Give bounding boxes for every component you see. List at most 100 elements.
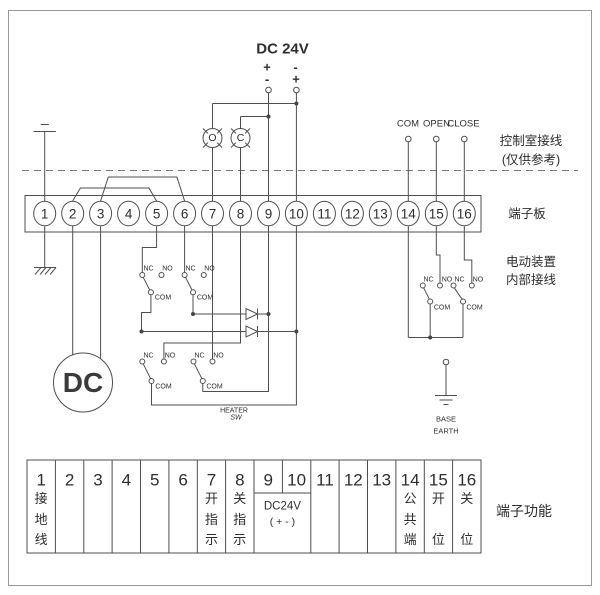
nc-label: NC — [143, 265, 154, 273]
com-label: COM — [466, 304, 483, 311]
dc24v-title: DC 24V — [256, 40, 309, 58]
no-label: NO — [472, 276, 484, 283]
terminal-number: 6 — [180, 205, 189, 221]
limit-switch-lower-left — [139, 358, 167, 384]
table-label-open-position: 开位 — [431, 491, 445, 547]
terminal-number: 13 — [372, 205, 388, 221]
lamp-wiring — [212, 103, 297, 201]
terminal-strip — [24, 195, 482, 233]
nc-label: NC — [185, 265, 196, 273]
dc-motor-label: DC — [62, 367, 104, 398]
terminal-functions-label: 端子功能 — [496, 502, 552, 519]
diode-icon — [245, 307, 259, 321]
table-number: 3 — [93, 470, 103, 489]
base-earth-icon — [435, 358, 457, 405]
no-label: NO — [164, 352, 176, 359]
jumper-bridges — [72, 176, 186, 202]
no-label: NO — [162, 265, 173, 273]
junction-dots — [139, 101, 433, 340]
diode-icon — [245, 325, 259, 338]
terminal-number: 1 — [40, 205, 49, 221]
control-room-label-1: 控制室接线 — [499, 133, 563, 148]
remote-open-label: OPEN — [423, 117, 450, 129]
limit-switch-close-position — [450, 282, 475, 305]
table-number: 11 — [316, 470, 334, 489]
polarity-left-bottom: - — [264, 71, 270, 87]
table-label-open-indicator: 开指示 — [204, 491, 219, 547]
terminal-number: 3 — [96, 205, 105, 221]
remote-com-label: COM — [396, 117, 420, 129]
base-earth-label-2: EARTH — [433, 426, 459, 436]
chassis-ground-icon — [34, 267, 57, 275]
com-label: COM — [154, 294, 172, 301]
table-number: 13 — [372, 470, 392, 489]
terminal-number: 15 — [428, 205, 444, 221]
dc-motor-symbol — [53, 352, 113, 413]
terminal-board-label: 端子板 — [508, 206, 546, 221]
table-number: 12 — [343, 470, 363, 489]
remote-points — [405, 135, 468, 201]
terminal-number: 9 — [264, 205, 273, 221]
terminal-number: 10 — [288, 205, 304, 221]
no-label: NO — [213, 352, 224, 359]
com-label: COM — [206, 383, 223, 390]
com-label: COM — [196, 294, 214, 301]
table-number: 4 — [121, 470, 132, 489]
limit-switch-open-position — [419, 282, 443, 305]
control-room-label-2: (仅供参考) — [501, 152, 561, 167]
dc24v-risers — [265, 86, 300, 201]
nc-label: NC — [454, 276, 465, 283]
motor-wiring — [72, 226, 102, 359]
function-table — [26, 459, 482, 554]
limit-switch-upper-left — [139, 272, 165, 296]
table-label-dc24v: DC24V — [263, 499, 301, 512]
table-number: 8 — [235, 470, 245, 489]
table-number: 14 — [400, 470, 420, 489]
table-number: 5 — [149, 470, 160, 489]
table-label-dc24v-polarity: ( + - ) — [269, 515, 296, 528]
terminal-number: 14 — [400, 205, 416, 221]
table-number: 1 — [36, 470, 46, 489]
remote-close-label: CLOSE — [447, 117, 480, 129]
terminal-number: 8 — [236, 205, 245, 221]
no-label: NO — [204, 265, 215, 273]
heater-sw-label: SW — [230, 414, 242, 421]
polarity-right-bottom: + — [292, 71, 300, 87]
table-label-ground: 接地线 — [34, 491, 48, 547]
terminal-number: 2 — [68, 205, 77, 221]
internal-wiring — [141, 226, 297, 406]
terminal-number: 11 — [317, 205, 332, 221]
com-label: COM — [433, 304, 451, 311]
terminal-number: 5 — [152, 205, 161, 221]
base-earth-label-1: BASE — [435, 414, 457, 424]
table-label-common: 公共端 — [403, 491, 417, 547]
terminal-number: 4 — [124, 205, 133, 221]
earth-icon — [33, 124, 56, 132]
table-number: 15 — [428, 470, 448, 489]
internal-wiring-label-1: 电动装置 — [505, 254, 557, 269]
page-border — [8, 10, 592, 586]
table-number: 16 — [457, 470, 477, 489]
polarity-left-top: + — [263, 59, 271, 75]
internal-wiring-label-2: 内部接线 — [505, 272, 557, 287]
table-number: 2 — [64, 470, 75, 489]
nc-label: NC — [194, 352, 205, 359]
no-label: NO — [441, 276, 453, 283]
table-number: 6 — [178, 470, 188, 489]
close-lamp-letter: C — [236, 131, 245, 144]
table-number: 9 — [263, 470, 273, 489]
polarity-right-top: - — [293, 59, 298, 75]
open-lamp-letter: O — [208, 131, 217, 144]
table-label-close-indicator: 关指示 — [233, 491, 247, 547]
table-label-close-position: 关位 — [460, 491, 474, 547]
table-number: 7 — [206, 470, 217, 489]
terminal-number: 7 — [208, 205, 217, 221]
limit-switch-lower-right — [190, 358, 216, 384]
terminal-number: 12 — [344, 205, 360, 221]
limit-switch-upper-right — [181, 272, 207, 296]
heater-label: HEATER — [220, 407, 248, 414]
nc-label: NC — [143, 352, 154, 359]
nc-label: NC — [423, 276, 434, 283]
